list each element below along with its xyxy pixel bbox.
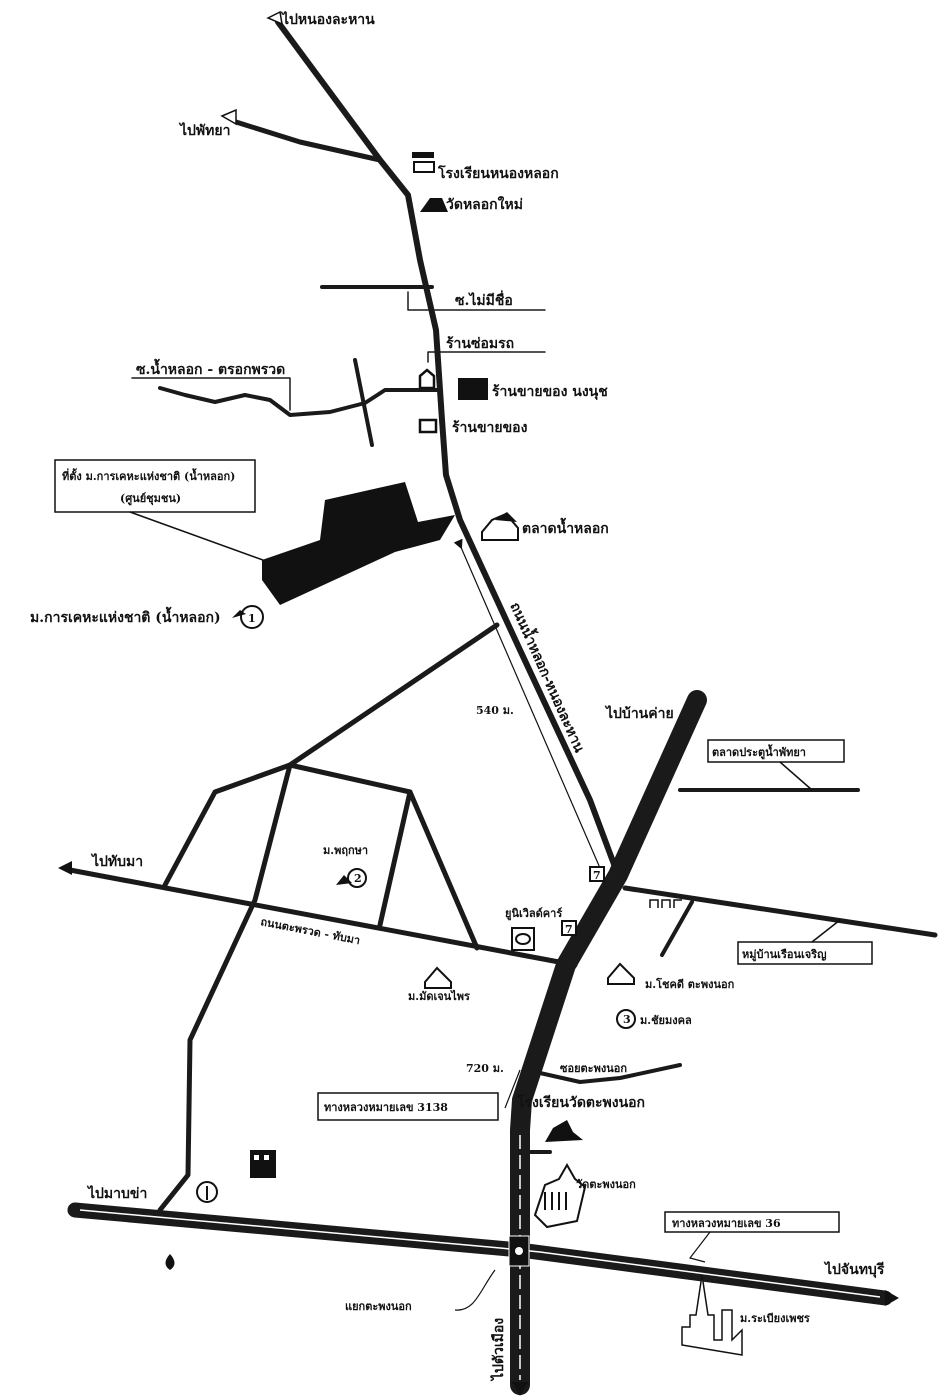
village1-label: ม.การเคหะแห่งชาติ (น้ำหลอก) xyxy=(30,606,221,626)
distance-540-line xyxy=(453,538,601,869)
car-dealer-icon xyxy=(511,927,535,951)
road-west-branch xyxy=(162,762,293,888)
direction-pattaya: ไปพัทยา xyxy=(178,121,230,139)
village3-icon xyxy=(616,1009,636,1029)
village-chokdee-label: ม.โชคดี ตะพงนอก xyxy=(645,977,735,991)
village1-icon xyxy=(232,605,264,629)
temple-wat-label: วัดตะพงนอก xyxy=(576,1178,636,1191)
namlok-road-label: ถนนน้ำหลอก-หนองละหาน xyxy=(506,598,590,755)
road-cross xyxy=(353,358,374,447)
pattaya-arrow-icon xyxy=(220,108,237,126)
direction-south: ไปตัวเมือง xyxy=(489,1318,507,1382)
seven-eleven-icon xyxy=(561,866,605,936)
condo-icon xyxy=(681,1274,743,1356)
box-ne-pointer xyxy=(779,761,813,791)
shop-nongnuch-icon xyxy=(458,378,488,400)
village2-label: ม.พฤกษา xyxy=(323,844,368,857)
box-ne-label: ตลาดประตูน้ำพัทยา xyxy=(712,744,806,760)
village1-number: 1 xyxy=(248,612,256,625)
road-pattaya xyxy=(233,119,383,163)
house-icon xyxy=(418,368,436,390)
hwy36-box xyxy=(664,1211,840,1233)
temple-top-label: วัดหลอกใหม่ xyxy=(446,195,523,213)
road-east-spur xyxy=(660,900,694,957)
school-wat-label: โรงเรียนวัดตะพงนอก xyxy=(516,1093,645,1111)
seven-eleven-b: 7 xyxy=(565,923,573,936)
hwy36-label: ทางหลวงหมายเลข 36 xyxy=(672,1217,781,1230)
village3-number: 3 xyxy=(623,1013,631,1026)
garage-pointer xyxy=(427,351,546,363)
road-north xyxy=(275,19,621,878)
village-chokdee-icon xyxy=(607,962,635,985)
road-west-diagonal xyxy=(157,622,500,1213)
school-icon xyxy=(412,152,435,173)
callout-line1: ที่ตั้ง ม.การเคหะแห่งชาติ (น้ำหลอก) xyxy=(62,468,235,483)
east-arrow-icon xyxy=(885,1290,899,1306)
village2-icon xyxy=(336,868,367,888)
school-top-label: โรงเรียนหนองหลอก xyxy=(437,164,559,182)
market-icon xyxy=(481,512,519,541)
drop-icon xyxy=(165,1254,175,1270)
housing-callout-box xyxy=(54,459,256,513)
highway-3138 xyxy=(510,690,707,1395)
village-house-icon xyxy=(424,966,452,989)
south-arrow-icon xyxy=(512,1382,528,1396)
north-arrow-icon xyxy=(266,10,283,26)
village-rabiang-label: ม.ระเบียงเพชร xyxy=(740,1312,810,1325)
distance-720-line xyxy=(504,1069,521,1109)
junction-pointer xyxy=(454,1269,496,1311)
road-soi-taphong xyxy=(538,1063,682,1084)
shop-label: ร้านขายของ xyxy=(452,420,528,436)
fence-icon xyxy=(649,899,682,908)
housing-callout-pointer xyxy=(129,511,286,569)
village3-label: ม.ชัยมงคล xyxy=(640,1014,692,1027)
garage-label: ร้านซ่อมรถ xyxy=(446,336,514,352)
tree-icon xyxy=(196,1181,218,1203)
village2-number: 2 xyxy=(354,872,362,885)
car-dealer-label: ยูนิเวิลด์คาร์ xyxy=(505,907,562,921)
soi-taphong-label: ซอยตะพงนอก xyxy=(560,1062,627,1075)
box-e-pointer xyxy=(811,919,841,943)
road-east-long xyxy=(622,885,938,938)
distance-540: 540 ม. xyxy=(476,704,514,717)
temple-icon xyxy=(420,198,448,212)
soi-unnamed-label: ซ.ไม่มีชื่อ xyxy=(455,290,513,309)
direction-ban-khai: ไปบ้านค่าย xyxy=(604,704,674,722)
seven-eleven-a: 7 xyxy=(593,869,601,882)
road-taprut xyxy=(67,867,578,968)
building-icon xyxy=(250,1150,276,1178)
junction-label: แยกตะพงนอก xyxy=(345,1300,412,1313)
callout-line2: (ศูนย์ชุมชน) xyxy=(120,492,181,506)
hwy3138-box xyxy=(317,1092,499,1121)
box-e xyxy=(737,941,873,965)
market-label: ตลาดน้ำหลอก xyxy=(522,517,609,537)
shop-nongnuch-label: ร้านขายของ นงนุช xyxy=(492,384,608,400)
soi-unnamed-pointer xyxy=(407,291,546,311)
soi-namlok-label: ซ.น้ำหลอก - ตรอกพรวด xyxy=(136,358,285,378)
shop-icon xyxy=(418,418,438,434)
direction-west: ไปทับมา xyxy=(90,852,143,870)
west-arrow-icon xyxy=(58,861,72,875)
soi-namlok-pointer xyxy=(131,377,291,411)
village-madjen-label: ม.มัดเจนไพร xyxy=(408,989,470,1003)
direction-north: ไปหนองละหาน xyxy=(280,10,375,28)
road-soi-namlok xyxy=(158,386,442,417)
direction-east: ไปจันทบุรี xyxy=(823,1260,885,1278)
box-ne xyxy=(707,739,845,763)
direction-southwest: ไปมาบข่า xyxy=(86,1184,147,1202)
distance-720: 720 ม. xyxy=(466,1062,504,1075)
housing-estate-area xyxy=(262,482,455,605)
temple-wat-icon xyxy=(533,1162,587,1229)
hwy3138-label: ทางหลวงหมายเลข 3138 xyxy=(324,1101,448,1114)
box-e-label: หมู่บ้านเรือนเจริญ xyxy=(742,948,826,962)
school-wat-icon xyxy=(545,1120,583,1142)
road-triangle-side xyxy=(407,789,480,951)
hwy36-pointer xyxy=(688,1231,711,1263)
